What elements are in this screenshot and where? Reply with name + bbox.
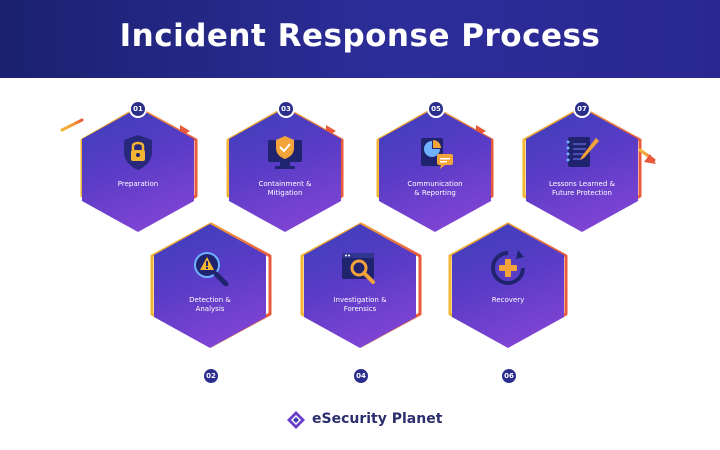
padlock-shield-icon (124, 135, 152, 170)
step-number-badge: 02 (202, 367, 220, 385)
step-communication-reporting: Communication & Reporting (379, 108, 491, 232)
step-recovery: Recovery (452, 224, 564, 348)
page-title: Incident Response Process (119, 18, 601, 54)
step-number-badge: 07 (573, 100, 591, 118)
step-number-badge: 04 (352, 367, 370, 385)
step-label: Lessons Learned & Future Protection (549, 180, 615, 197)
step-number-badge: 05 (427, 100, 445, 118)
notebook-pencil-icon (566, 137, 599, 167)
step-label: Containment & Mitigation (258, 180, 312, 197)
step-label: Preparation (117, 180, 159, 188)
step-label: Detection & Analysis (189, 296, 231, 313)
brand-name: eSecurity Planet (312, 411, 443, 427)
step-label: Communication & Reporting (407, 180, 463, 197)
browser-magnifier-icon (342, 253, 375, 284)
report-chat-icon (421, 138, 453, 169)
step-number-badge: 03 (277, 100, 295, 118)
step-containment-mitigation: Containment & Mitigation (229, 108, 341, 232)
brand-logo[interactable]: eSecurity Planet (286, 408, 446, 432)
step-detection-analysis: Detection & Analysis (154, 224, 266, 348)
restore-plus-icon (491, 250, 525, 285)
step-preparation: Preparation (82, 108, 194, 232)
step-lessons-learned: Lessons Learned & Future Protection (526, 108, 638, 232)
magnifier-warning-icon (194, 252, 229, 287)
step-number-badge: 01 (129, 100, 147, 118)
step-label: Recovery (491, 296, 525, 304)
header-banner: Incident Response Process (0, 0, 720, 78)
monitor-shield-icon (268, 136, 302, 169)
hexagon (229, 108, 341, 232)
step-number-badge: 06 (500, 367, 518, 385)
step-investigation-forensics: Investigation & Forensics (304, 224, 416, 348)
arrow-head-07 (644, 154, 656, 164)
planet-logo-icon (287, 411, 305, 429)
hexagon (379, 108, 491, 232)
hexagon (526, 108, 638, 232)
step-label: Investigation & Forensics (333, 296, 387, 313)
